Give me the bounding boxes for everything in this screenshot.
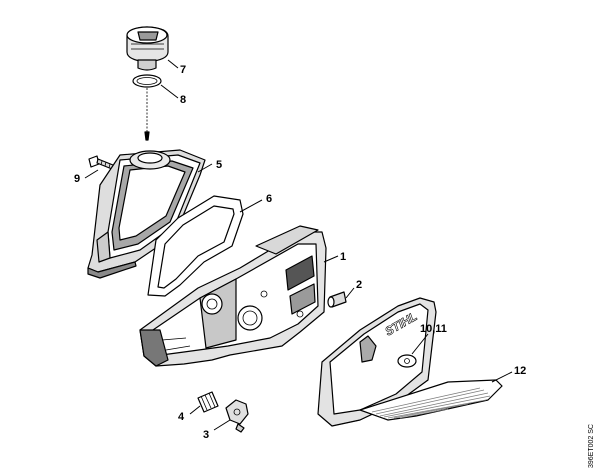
- callout-4: 4: [178, 411, 185, 423]
- leader-lines: [84, 59, 513, 431]
- part-7-oil-cap: [126, 26, 169, 71]
- callout-9: 9: [74, 173, 80, 185]
- callout-5: 5: [216, 159, 222, 171]
- part-5-oil-tank: [87, 149, 206, 279]
- callout-2: 2: [356, 279, 362, 291]
- callout-7: 7: [180, 64, 186, 76]
- part-4-spring: [197, 391, 219, 413]
- part-10-11-sprocket-cover: [317, 297, 437, 427]
- callout-labels: 7 8 9 5 6 1 2 4 3 10,11 12: [74, 64, 526, 441]
- part-2-sleeve: [327, 291, 347, 308]
- drawing-id: 396ET002 SC: [588, 424, 595, 468]
- callout-3: 3: [203, 429, 209, 441]
- part-3-adjuster: [225, 399, 249, 433]
- callout-10-11: 10,11: [420, 323, 447, 335]
- callout-8: 8: [180, 94, 186, 106]
- callout-12: 12: [514, 365, 526, 377]
- part-6-gasket: [147, 195, 244, 297]
- part-8-o-ring: [132, 74, 162, 141]
- callout-1: 1: [340, 251, 346, 263]
- callout-6: 6: [266, 193, 272, 205]
- part-1-bracket: [139, 225, 327, 367]
- part-12-plate: [359, 379, 503, 421]
